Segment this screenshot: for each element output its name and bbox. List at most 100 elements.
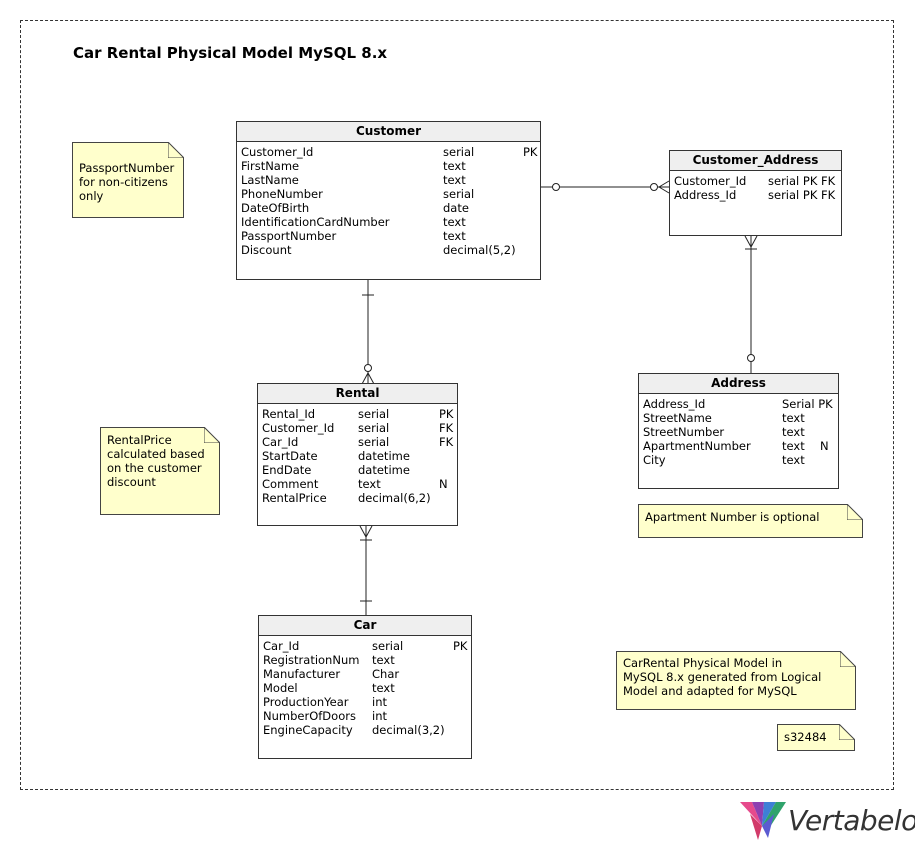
column-type: text [372, 681, 395, 695]
column-type: text [782, 411, 805, 425]
column-name: StreetNumber [643, 425, 725, 439]
zero-symbol [364, 364, 372, 372]
note-line: calculated based [107, 447, 205, 461]
column-type: decimal(6,2) [358, 491, 431, 505]
note-apartment-optional[interactable]: Apartment Number is optional [638, 504, 863, 538]
column-type: serial PK FK [768, 188, 836, 202]
column-name: ApartmentNumber [643, 439, 751, 453]
column-type: int [372, 695, 387, 709]
column-row[interactable]: StartDate datetime [262, 449, 453, 463]
crow-foot [367, 372, 375, 385]
column-name: RentalPrice [262, 491, 327, 505]
folded-corner-icon [847, 504, 863, 520]
column-name: Customer_Id [262, 421, 335, 435]
column-name: EngineCapacity [263, 723, 353, 737]
note-line: only [79, 189, 104, 203]
column-key: FK [439, 435, 454, 449]
column-name: DateOfBirth [241, 201, 310, 215]
column-type: text [443, 173, 466, 187]
column-row[interactable]: Manufacturer Char [263, 667, 467, 681]
column-key: FK [439, 421, 454, 435]
column-type: serial [443, 187, 475, 201]
table-header: Customer [237, 122, 540, 142]
column-name: Manufacturer [263, 667, 341, 681]
column-name: Customer_Id [241, 145, 314, 159]
column-name: LastName [241, 173, 299, 187]
crow-foot [658, 186, 670, 194]
column-name: StartDate [262, 449, 318, 463]
column-type: Char [372, 667, 400, 681]
column-name: City [643, 453, 666, 467]
column-row[interactable]: ApartmentNumber text N [643, 439, 834, 453]
column-key: N [439, 477, 448, 491]
folded-corner-icon [840, 651, 856, 667]
crow-foot [365, 525, 373, 538]
column-name: Model [263, 681, 298, 695]
column-row[interactable]: RentalPrice decimal(6,2) [262, 491, 453, 505]
column-row[interactable]: StreetName text [643, 411, 834, 425]
note-line: PassportNumber [79, 161, 175, 175]
column-key: N [820, 439, 829, 453]
table-header: Car [259, 616, 471, 636]
note-id[interactable]: s32484 [777, 724, 855, 751]
column-type: text [782, 425, 805, 439]
diagram-title: Car Rental Physical Model MySQL 8.x [73, 44, 388, 62]
column-name: StreetName [643, 411, 712, 425]
crow-foot [750, 235, 758, 248]
note-line: discount [107, 475, 156, 489]
column-type: serial [358, 435, 390, 449]
column-name: PassportNumber [241, 229, 337, 243]
zero-symbol [650, 183, 658, 191]
column-type: datetime [358, 449, 410, 463]
column-name: RegistrationNum [263, 653, 360, 667]
column-row[interactable]: StreetNumber text [643, 425, 834, 439]
column-name: Car_Id [263, 639, 300, 653]
column-row[interactable]: Model text [263, 681, 467, 695]
column-key: PK [523, 145, 538, 159]
note-line: Model and adapted for MySQL [623, 684, 797, 698]
column-key: PK [453, 639, 468, 653]
column-row[interactable]: LastName text [241, 173, 536, 187]
column-type: text [782, 439, 805, 453]
table-header: Rental [258, 384, 457, 404]
folded-corner-icon [168, 142, 184, 158]
folded-corner-icon [839, 724, 855, 740]
column-name: Comment [262, 477, 319, 491]
zero-symbol [552, 183, 560, 191]
column-name: Discount [241, 243, 292, 257]
column-name: IdentificationCardNumber [241, 215, 390, 229]
